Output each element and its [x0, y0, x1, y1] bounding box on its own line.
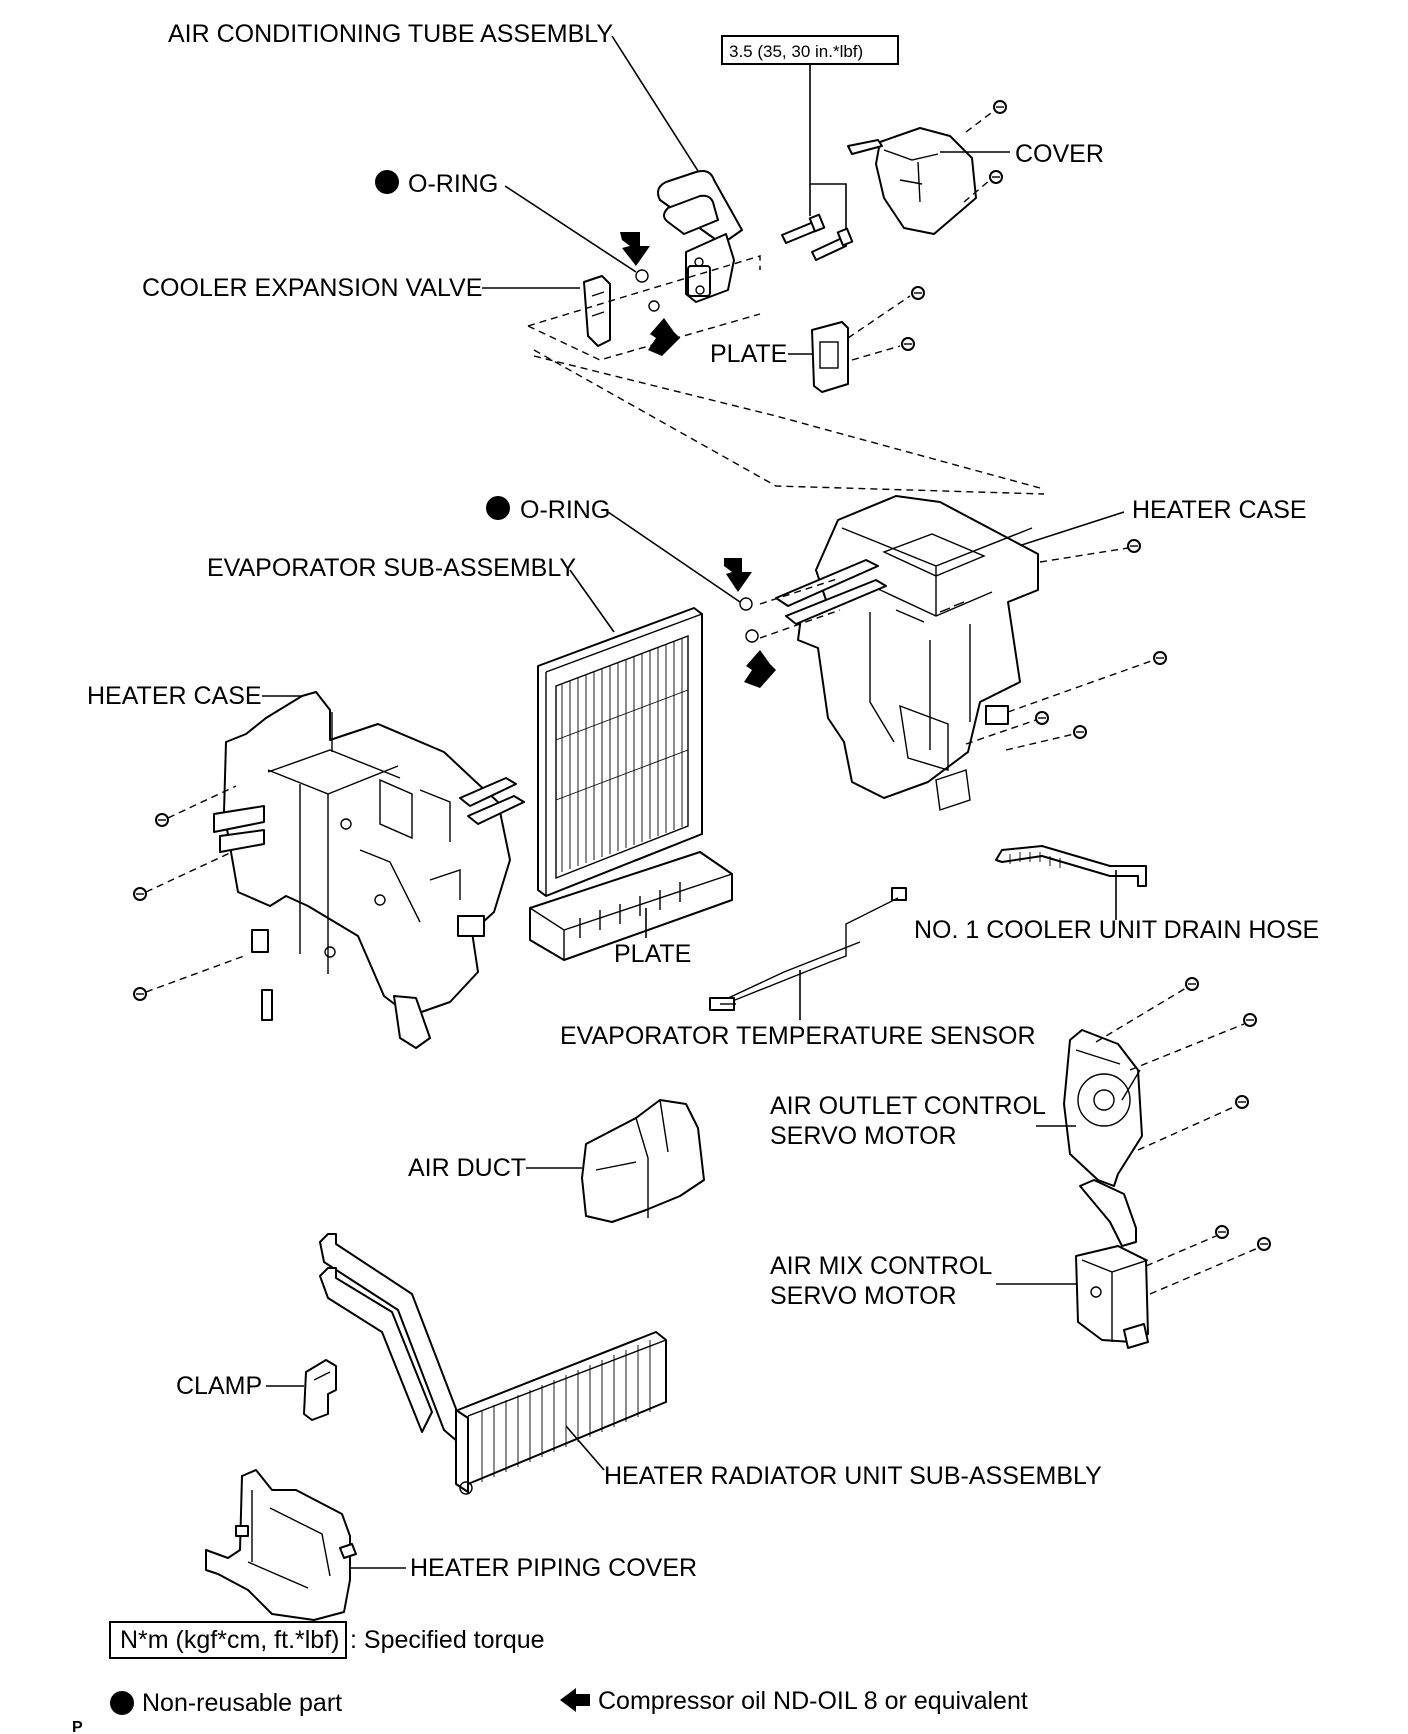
screw-icon — [133, 987, 147, 1001]
label-air-outlet-servo-line2: SERVO MOTOR — [770, 1122, 957, 1150]
screw-icon — [1035, 711, 1049, 725]
screw-icon — [1073, 725, 1087, 739]
heater-piping-cover-part — [205, 1469, 357, 1621]
non-reusable-icon — [486, 496, 510, 520]
air-duct-part — [581, 1099, 705, 1223]
evaporator-part — [537, 607, 703, 897]
o-ring-part — [648, 300, 660, 312]
plate-bottom-part — [529, 851, 733, 961]
screw-icon — [133, 887, 147, 901]
o-ring-part — [739, 597, 753, 611]
label-evaporator-sub-assembly: EVAPORATOR SUB-ASSEMBLY — [207, 554, 576, 582]
screw-icon — [1215, 1225, 1229, 1239]
legend-torque-box-text: N*m (kgf*cm, ft.*lbf) — [120, 1626, 339, 1654]
label-ac-tube-assembly: AIR CONDITIONING TUBE ASSEMBLY — [168, 20, 613, 48]
label-o-ring-mid: O-RING — [520, 496, 610, 524]
label-torque-value: 3.5 (35, 30 in.*lbf) — [729, 42, 863, 61]
screw-icon — [901, 337, 915, 351]
bolt-icon — [811, 227, 854, 261]
torque-callout: 3.5 (35, 30 in.*lbf) — [721, 35, 899, 232]
oil-arrow-icon — [620, 232, 650, 266]
air-mix-servo-motor-part — [1075, 1179, 1149, 1349]
heater-radiator-part — [319, 1233, 667, 1495]
label-heater-case-right: HEATER CASE — [1132, 496, 1307, 524]
legend-oil-arrow-icon — [560, 1688, 590, 1712]
corner-mark: P — [72, 1719, 83, 1734]
cooler-expansion-valve-part — [583, 275, 611, 347]
ac-tube-assembly-part — [657, 170, 743, 303]
screw-icon — [1235, 1095, 1249, 1109]
screw-icon — [1153, 651, 1167, 665]
plate-part — [811, 321, 849, 393]
screw-icon — [155, 813, 169, 827]
label-heater-piping-cover: HEATER PIPING COVER — [410, 1554, 697, 1582]
label-cover: COVER — [1015, 140, 1104, 168]
legend-torque-desc: : Specified torque — [350, 1626, 545, 1654]
screw-icon — [1127, 539, 1141, 553]
legend-non-reusable-text: Non-reusable part — [142, 1689, 342, 1717]
label-heater-radiator-unit: HEATER RADIATOR UNIT SUB-ASSEMBLY — [604, 1462, 1102, 1490]
legend-torque-box — [109, 1621, 347, 1659]
label-drain-hose: NO. 1 COOLER UNIT DRAIN HOSE — [914, 916, 1319, 944]
cover-part — [847, 127, 977, 235]
oil-arrow-icon — [724, 558, 752, 592]
screw-icon — [989, 170, 1003, 184]
screw-icon — [1185, 977, 1199, 991]
label-o-ring-top: O-RING — [408, 170, 498, 198]
evaporator-temperature-sensor-part — [709, 887, 907, 1011]
label-clamp: CLAMP — [176, 1372, 262, 1400]
screw-icon — [1257, 1237, 1271, 1251]
o-ring-part — [635, 269, 649, 283]
drain-hose-part — [995, 845, 1147, 887]
legend-compressor-oil-text: Compressor oil ND-OIL 8 or equivalent — [598, 1687, 1028, 1715]
oil-arrow-icon — [648, 318, 680, 356]
label-air-duct: AIR DUCT — [408, 1154, 526, 1182]
legend: N*m (kgf*cm, ft.*lbf) : Specified torque… — [109, 1621, 1028, 1717]
o-ring-part — [745, 629, 759, 643]
bolt-icon — [781, 213, 826, 244]
label-plate-top: PLATE — [710, 340, 787, 368]
clamp-part — [303, 1359, 337, 1421]
non-reusable-icon — [375, 170, 399, 194]
screw-icon — [993, 100, 1007, 114]
legend-non-reusable-icon — [110, 1691, 134, 1715]
heater-case-left-part — [213, 691, 525, 1049]
label-cooler-expansion-valve: COOLER EXPANSION VALVE — [142, 274, 482, 302]
label-plate-bottom: PLATE — [614, 940, 691, 968]
heater-case-right-part — [775, 495, 1039, 811]
screw-icon — [1243, 1013, 1257, 1027]
label-evaporator-temperature-sensor: EVAPORATOR TEMPERATURE SENSOR — [560, 1022, 1036, 1050]
label-heater-case-left: HEATER CASE — [87, 682, 262, 710]
oil-arrow-icon — [744, 650, 776, 688]
label-air-mix-servo-line1: AIR MIX CONTROL — [770, 1252, 992, 1280]
label-air-mix-servo-line2: SERVO MOTOR — [770, 1282, 957, 1310]
label-air-outlet-servo-line1: AIR OUTLET CONTROL — [770, 1092, 1046, 1120]
air-outlet-servo-motor-part — [1063, 1029, 1143, 1187]
screw-icon — [911, 286, 925, 300]
